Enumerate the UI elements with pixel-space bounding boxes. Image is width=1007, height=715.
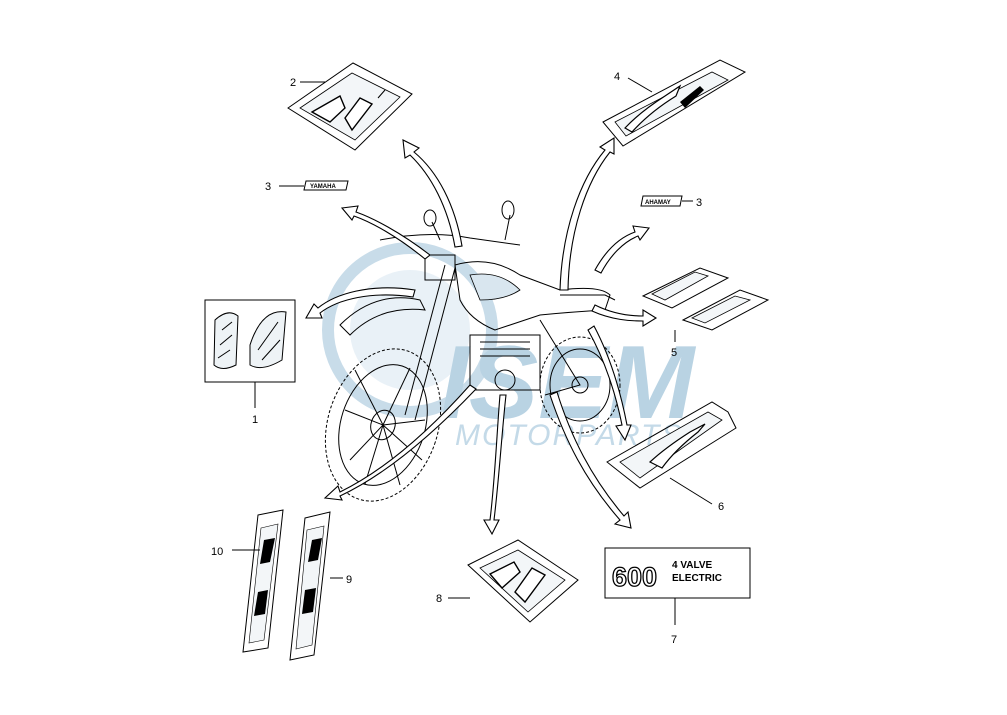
pointer-arrows xyxy=(305,136,658,536)
part-2-shape xyxy=(287,62,413,151)
part-8-tank-decal: 8 xyxy=(436,539,579,623)
yamaha-text-right: AHAMAY xyxy=(645,200,671,206)
part-9-fork-decal: 9 xyxy=(289,511,352,661)
part-1-side-decals: 1 xyxy=(204,299,296,426)
callout-2: 2 xyxy=(290,77,296,89)
emblem-600-number: 600 xyxy=(612,562,657,592)
part-1-box xyxy=(204,299,296,383)
part-7-600-emblem: 600 4 VALVE ELECTRIC 7 xyxy=(604,547,751,646)
part-3-emblem-right: AHAMAY 3 xyxy=(640,195,702,209)
emblem-600-line2: ELECTRIC xyxy=(672,573,722,584)
callout-7: 7 xyxy=(671,634,677,646)
callout-4: 4 xyxy=(614,71,620,83)
part-4-tank-decal: 4 xyxy=(602,59,747,147)
callout-10: 10 xyxy=(211,546,223,558)
part-8-shape xyxy=(467,539,579,623)
part-3-right-shape xyxy=(640,195,683,207)
yamaha-text-left: YAMAHA xyxy=(310,184,336,190)
part-2-tank-decal: 2 xyxy=(287,62,413,151)
watermark-brand: ISEM xyxy=(440,325,697,441)
part-3-emblem-left: YAMAHA 3 xyxy=(265,180,349,193)
watermark-globe xyxy=(322,242,498,418)
callout-9: 9 xyxy=(346,574,352,586)
callout-6: 6 xyxy=(718,501,724,513)
part-4-shape xyxy=(602,59,747,147)
callout-3-left: 3 xyxy=(265,181,271,193)
motorcycle-drawing xyxy=(324,200,621,502)
part-10-shape xyxy=(242,509,284,653)
rear-wheel xyxy=(539,336,621,434)
part-10-fork-decal: 10 xyxy=(211,509,284,653)
part-5-side-decals: 5 xyxy=(641,267,770,359)
part-7-box xyxy=(604,547,751,599)
callout-5: 5 xyxy=(671,347,677,359)
callout-1: 1 xyxy=(252,414,258,426)
part-3-left-shape xyxy=(303,180,349,191)
part-5-shape xyxy=(641,267,730,309)
callout-3-right: 3 xyxy=(696,197,702,209)
watermark: ISEM MOTORPARTS xyxy=(322,242,697,452)
emblem-600-line1: 4 VALVE xyxy=(672,560,713,571)
callout-8: 8 xyxy=(436,593,442,605)
front-wheel xyxy=(324,348,442,502)
part-9-shape xyxy=(289,511,331,661)
part-6-side-cover-decal: 6 xyxy=(606,401,737,513)
part-6-shape xyxy=(606,401,737,489)
